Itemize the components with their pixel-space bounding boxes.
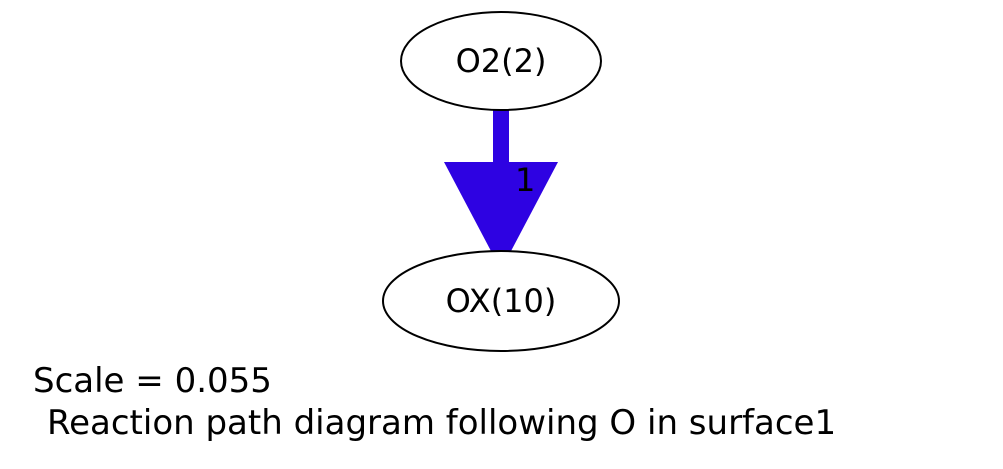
- node-ellipse: [400, 11, 602, 111]
- node-label: OX(10): [446, 282, 557, 320]
- edge-flux-label: 1: [515, 161, 535, 199]
- diagram-title: Reaction path diagram following O in sur…: [47, 403, 837, 443]
- node-label: O2(2): [456, 42, 547, 80]
- node-ellipse: [382, 250, 620, 352]
- species-node-o2: O2(2): [400, 11, 602, 111]
- reaction-edge: 1: [444, 110, 558, 270]
- species-node-ox: OX(10): [382, 250, 620, 352]
- scale-caption: Scale = 0.055: [33, 361, 272, 401]
- edge-arrowhead: [444, 162, 558, 270]
- edge-shaft: [493, 110, 509, 166]
